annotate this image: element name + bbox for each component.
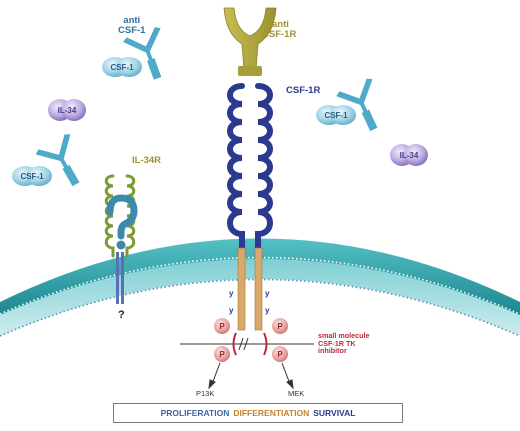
csf1r-transmembrane (237, 247, 263, 331)
svg-text:P: P (219, 350, 225, 359)
csf1-ligand: CSF-1 (316, 105, 356, 125)
svg-text:P: P (277, 322, 283, 331)
outcome-survival: SURVIVAL (313, 408, 356, 418)
pi3k-label: P13K (196, 389, 215, 398)
question-mark-icon (106, 194, 138, 250)
tyrosine-labels: y y y y (229, 289, 270, 315)
small-molecule-inhibitor-label: small molecule CSF-1R TK inhibitor (318, 331, 370, 356)
anti-csf1-antibody-left (35, 134, 80, 187)
svg-text:y: y (229, 306, 234, 315)
cell-membrane (0, 238, 520, 337)
svg-text:P: P (277, 350, 283, 359)
svg-text:IL-34: IL-34 (58, 106, 77, 115)
svg-text:y: y (265, 289, 270, 298)
svg-text:P: P (219, 322, 225, 331)
phospho-site: P (214, 346, 230, 362)
il34-ligand: IL-34 (390, 144, 428, 166)
inhibitor-line (180, 332, 314, 356)
svg-text:IL-34: IL-34 (400, 151, 419, 160)
anti-csf1r-antibody (223, 7, 277, 76)
il34r-unknown-label: ? (118, 309, 125, 321)
anti-csf1r-label: anti CSF-1R (262, 19, 297, 40)
svg-text:y: y (229, 289, 234, 298)
csf1-ligand: CSF-1 (102, 57, 142, 77)
svg-text:CSF-1: CSF-1 (20, 172, 44, 181)
phospho-site: P (214, 318, 230, 334)
phospho-site: P (272, 346, 288, 362)
il34r-transmembrane (116, 252, 124, 304)
cellular-outcomes-box: PROLIFERATION DIFFERENTIATION SURVIVAL (113, 403, 403, 423)
csf1r-receptor (227, 83, 273, 251)
svg-text:CSF-1: CSF-1 (324, 111, 348, 120)
csf1-ligand: CSF-1 (12, 166, 52, 186)
anti-csf1-antibody-top (123, 27, 162, 80)
il34-ligand: IL-34 (48, 99, 86, 121)
anti-csf1-antibody-right (336, 78, 378, 132)
outcome-proliferation: PROLIFERATION (160, 408, 230, 418)
svg-text:CSF-1: CSF-1 (110, 63, 134, 72)
anti-csf1-label: anti CSF-1 (118, 15, 146, 36)
signal-arrows (208, 362, 294, 390)
svg-text:y: y (265, 306, 270, 315)
il34r-label: IL-34R (132, 155, 162, 166)
mek-label: MEK (288, 389, 305, 398)
csf1r-label: CSF-1R (286, 85, 321, 96)
outcome-differentiation: DIFFERENTIATION (233, 408, 310, 418)
phospho-site: P (272, 318, 288, 334)
